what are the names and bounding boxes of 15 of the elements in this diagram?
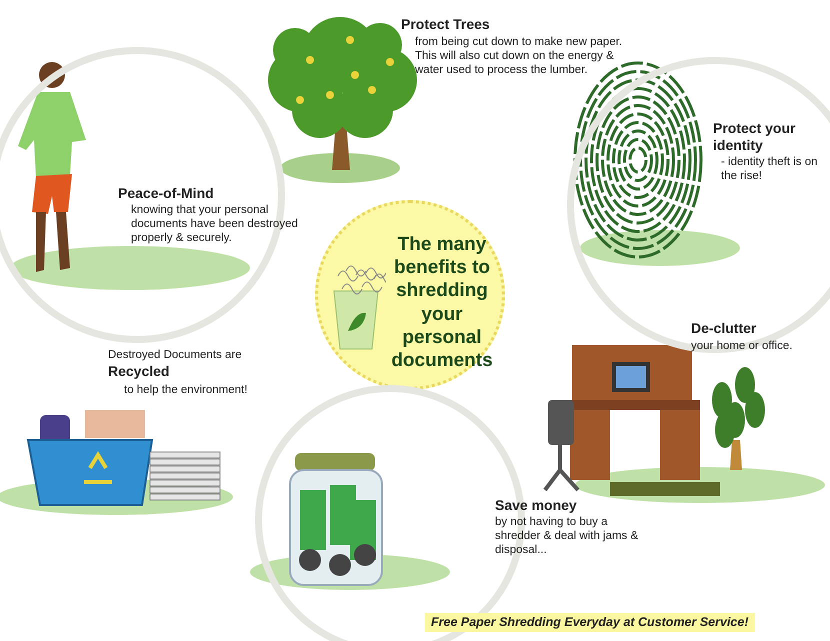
footer-banner: Free Paper Shredding Everyday at Customer Service! <box>425 613 754 632</box>
description-text: by not having to buy a shredder & deal with jams & disposal... <box>495 516 640 558</box>
heading-text: The many benefits to shredding your personal documents <box>390 233 494 372</box>
description-text: - identity theft is on the rise! <box>721 156 819 184</box>
heading-text: Save money <box>495 497 578 514</box>
heading-text: Recycled <box>108 363 170 380</box>
description-text: your home or office. <box>691 340 794 354</box>
description-text: Destroyed Documents are <box>108 349 243 363</box>
heading-text: Protect Trees <box>401 16 491 33</box>
heading-text: De-clutter <box>691 320 758 337</box>
description-text: knowing that your personal documents have been destroyed properly & securely. <box>131 204 299 246</box>
description-text: to help the environment! <box>124 384 248 398</box>
description-text: from being cut down to make new paper. This will also cut down on the energy & water used to process the lumber. <box>415 36 624 78</box>
heading-text: Peace-of-Mind <box>118 185 215 202</box>
heading-text: Protect your identity <box>713 120 796 154</box>
